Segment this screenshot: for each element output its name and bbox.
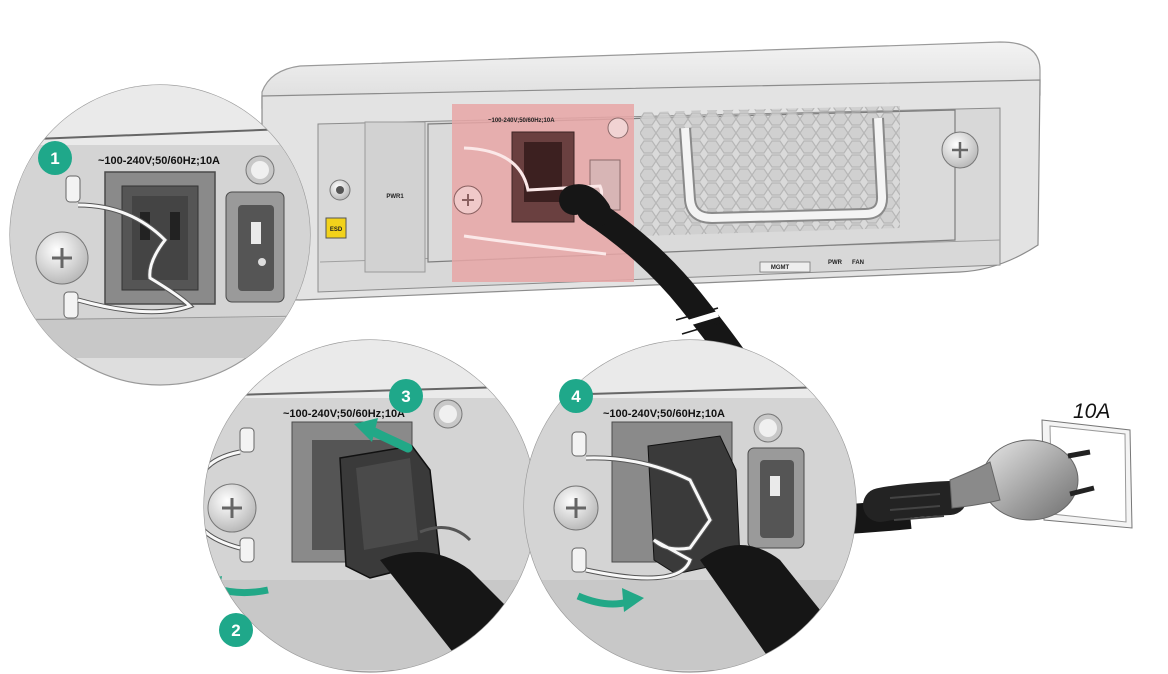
esd-warning-label: ESD [325,217,347,239]
step4-tie-mount-top [571,431,587,457]
psu-handle[interactable] [679,117,889,224]
svg-text:4: 4 [571,387,581,406]
step-badge-2: 2 [219,613,253,647]
step-badge-4: 4 [559,379,593,413]
svg-text:3: 3 [401,387,410,406]
svg-text:2: 2 [231,621,240,640]
step1-power-switch[interactable] [225,191,285,303]
step-1-detail-circle: ~100-240V;50/60Hz;10A [9,84,311,386]
outlet-rating-label: 10A [1073,400,1110,423]
step1-ac-inlet [104,171,216,305]
step4-power-switch[interactable] [747,447,805,549]
step1-indicator-led [245,155,275,185]
step4-indicator-led [753,413,783,443]
pwr-led-label: PWR [828,260,843,266]
step4-psu-screw [553,485,599,531]
step1-tie-mount-bottom [63,291,79,319]
close-clip-arrow [576,588,644,612]
step1-retaining-clip [77,202,195,315]
step-4-detail-circle: ~100-240V;50/60Hz;10A [523,339,857,673]
insert-arrow [354,418,413,453]
step-badge-3: 3 [389,379,423,413]
svg-text:ESD: ESD [330,227,343,233]
power-plug [949,439,1095,521]
step23-retaining-clip-open [204,449,241,551]
mgmt-port-label: MGMT [771,265,790,271]
step1-tie-mount-top [65,175,81,203]
step1-psu-screw [35,231,89,285]
pwr1-label: PWR1 [386,194,404,200]
psu-captive-screw[interactable] [941,131,979,169]
step4-inlet-rating: ~100-240V;50/60Hz;10A [603,408,725,420]
step4-retaining-clip-closed [585,455,713,581]
step1-inlet-rating: ~100-240V;50/60Hz;10A [98,155,220,167]
step23-inlet-rating: ~100-240V;50/60Hz;10A [283,408,405,420]
step23-tie-mount-bottom [239,537,255,563]
highlighted-power-inlet-area: ~100-240V;50/60Hz;10A [452,104,634,282]
step23-indicator-led [433,399,463,429]
step23-psu-screw [207,483,257,533]
fan-led-label: FAN [852,260,864,266]
grounding-screw [329,179,351,201]
chassis-inlet-rating: ~100-240V;50/60Hz;10A [488,118,555,124]
step23-tie-mount-top [239,427,255,453]
svg-text:1: 1 [50,149,59,168]
step-2-3-detail-circle: ~100-240V;50/60Hz;10A [203,339,537,673]
step4-tie-mount-bottom [571,547,587,573]
step-badge-1: 1 [38,141,72,175]
